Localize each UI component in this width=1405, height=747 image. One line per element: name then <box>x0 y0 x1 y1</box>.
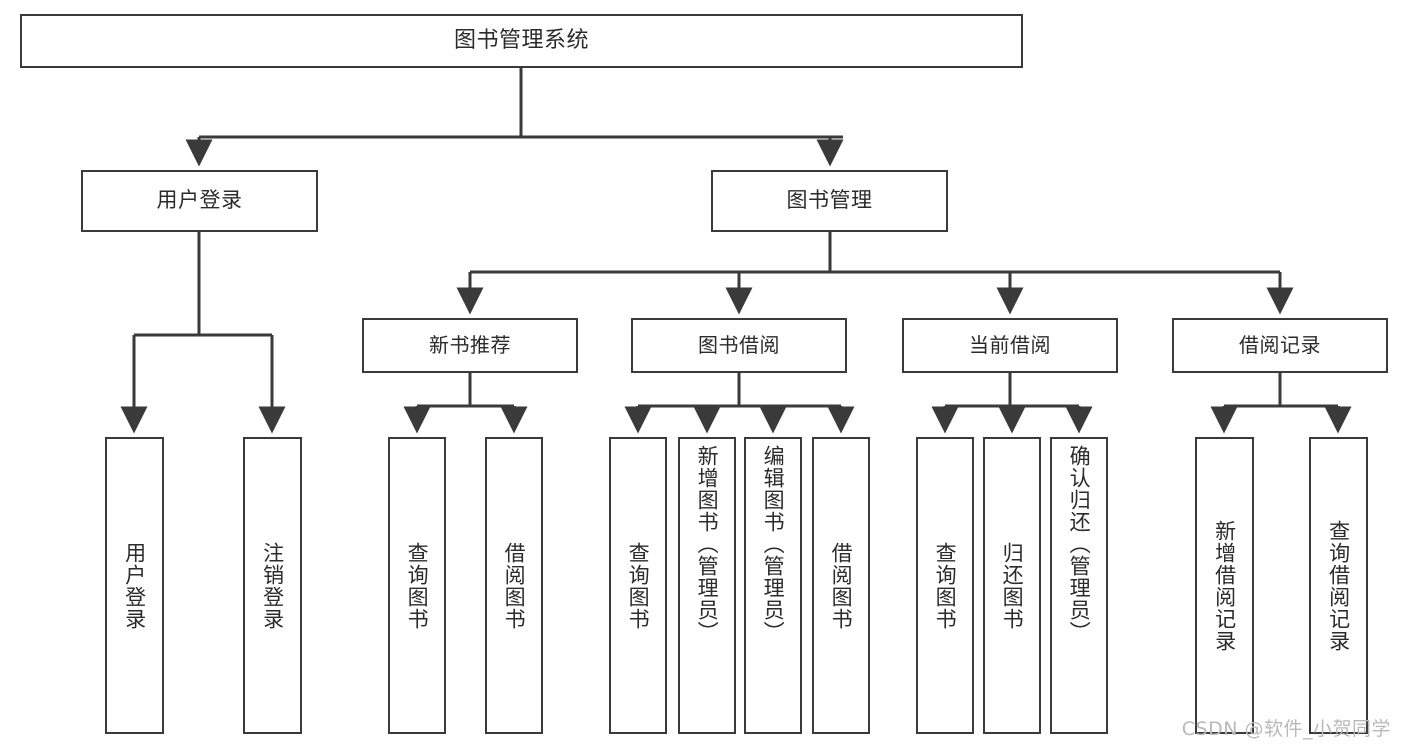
node-leaf-borrow-book-1-label: 借阅图书 <box>502 541 527 630</box>
node-book-manage[interactable]: 图书管理 <box>711 170 948 232</box>
node-borrow-record-label: 借阅记录 <box>1239 333 1321 358</box>
node-leaf-query-book-3[interactable]: 查询图书 <box>916 437 974 734</box>
node-leaf-add-book-label: 新增图书（管理员） <box>695 445 720 643</box>
node-leaf-add-record-label: 新增借阅记录 <box>1212 519 1237 652</box>
node-new-book-recommend-label: 新书推荐 <box>429 333 511 358</box>
node-new-book-recommend[interactable]: 新书推荐 <box>362 318 578 373</box>
node-root-label: 图书管理系统 <box>453 27 589 53</box>
node-leaf-add-book[interactable]: 新增图书（管理员） <box>678 437 736 734</box>
node-leaf-add-record[interactable]: 新增借阅记录 <box>1195 437 1254 734</box>
node-leaf-query-record-label: 查询借阅记录 <box>1326 519 1351 652</box>
node-user-login-label: 用户登录 <box>156 188 243 213</box>
node-leaf-query-book-1-label: 查询图书 <box>405 541 430 630</box>
node-leaf-return-book[interactable]: 归还图书 <box>983 437 1041 734</box>
node-leaf-edit-book[interactable]: 编辑图书（管理员） <box>744 437 802 734</box>
node-leaf-user-login[interactable]: 用户登录 <box>105 437 164 734</box>
node-leaf-query-book-1[interactable]: 查询图书 <box>388 437 446 734</box>
node-leaf-query-book-3-label: 查询图书 <box>933 541 958 630</box>
node-leaf-logout-login-label: 注销登录 <box>260 541 285 630</box>
node-root[interactable]: 图书管理系统 <box>20 14 1023 68</box>
node-leaf-confirm-return-label: 确认归还（管理员） <box>1067 445 1092 643</box>
node-leaf-confirm-return[interactable]: 确认归还（管理员） <box>1050 437 1108 734</box>
node-book-borrow-label: 图书借阅 <box>698 333 780 358</box>
node-leaf-user-login-label: 用户登录 <box>122 541 147 630</box>
node-leaf-logout-login[interactable]: 注销登录 <box>243 437 302 734</box>
node-current-borrow[interactable]: 当前借阅 <box>902 318 1118 373</box>
node-leaf-borrow-book-1[interactable]: 借阅图书 <box>485 437 543 734</box>
node-leaf-query-record[interactable]: 查询借阅记录 <box>1309 437 1368 734</box>
node-current-borrow-label: 当前借阅 <box>969 333 1051 358</box>
node-leaf-borrow-book-2[interactable]: 借阅图书 <box>812 437 870 734</box>
node-borrow-record[interactable]: 借阅记录 <box>1172 318 1388 373</box>
node-leaf-edit-book-label: 编辑图书（管理员） <box>761 445 786 643</box>
node-leaf-borrow-book-2-label: 借阅图书 <box>829 541 854 630</box>
node-book-borrow[interactable]: 图书借阅 <box>631 318 847 373</box>
node-leaf-return-book-label: 归还图书 <box>1000 541 1025 630</box>
node-user-login[interactable]: 用户登录 <box>81 170 318 232</box>
node-leaf-query-book-2-label: 查询图书 <box>626 541 651 630</box>
node-leaf-query-book-2[interactable]: 查询图书 <box>609 437 667 734</box>
node-book-manage-label: 图书管理 <box>786 188 873 213</box>
